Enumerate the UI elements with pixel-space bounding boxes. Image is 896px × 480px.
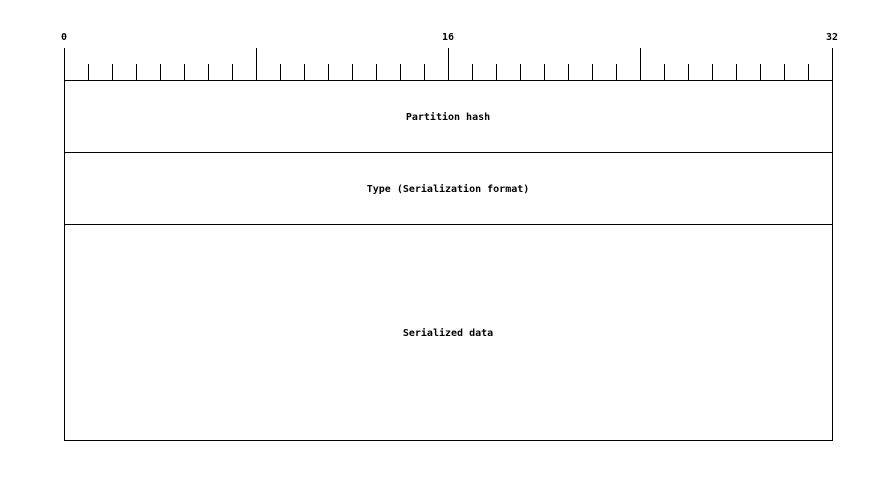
packet-field: Partition hash [64, 80, 833, 153]
bit-label: 0 [61, 32, 67, 43]
packet-field: Serialized data [64, 224, 833, 441]
packet-field: Type (Serialization format) [64, 152, 833, 225]
field-box [64, 224, 833, 441]
bit-label: 16 [442, 32, 454, 43]
field-box [64, 152, 833, 225]
field-label: Type (Serialization format) [367, 183, 530, 195]
bit-ruler: 0 16 32 [61, 32, 838, 80]
field-box [64, 80, 833, 153]
field-label: Serialized data [403, 327, 493, 339]
field-label: Partition hash [406, 111, 490, 123]
bit-label: 32 [826, 32, 838, 43]
